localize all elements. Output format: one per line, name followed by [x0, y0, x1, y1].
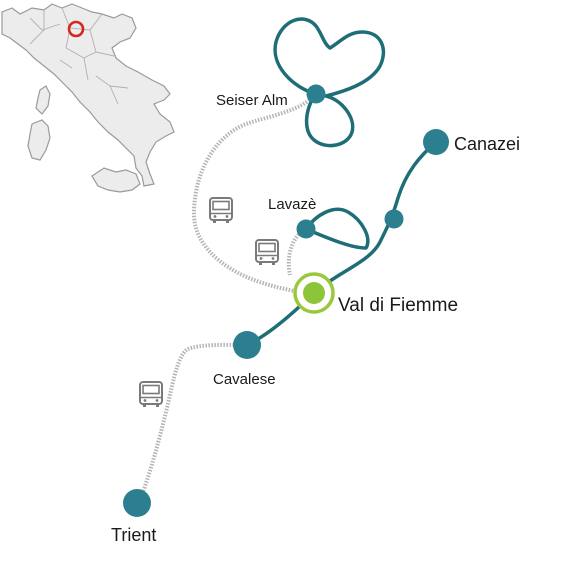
label-lavaze: Lavazè — [268, 196, 316, 213]
bus-link-seiser-alm — [191, 92, 318, 295]
bus-link-trient — [137, 342, 247, 503]
station-trient[interactable] — [123, 489, 151, 517]
lavaze-loop — [304, 207, 370, 250]
highlight-center — [303, 282, 325, 304]
bus-icon — [255, 239, 279, 265]
ski-routes — [245, 17, 438, 347]
label-canazei: Canazei — [454, 134, 520, 154]
corsica-island — [35, 85, 51, 115]
station-junction[interactable] — [384, 209, 404, 229]
station-canazei[interactable] — [423, 129, 449, 155]
bus-icon — [209, 197, 233, 223]
label-cavalese: Cavalese — [213, 371, 276, 388]
italy-inset-map — [1, 3, 175, 193]
place-labels: Seiser Alm Lavazè Canazei Val di Fiemme … — [111, 92, 520, 545]
bus-links — [137, 92, 318, 503]
label-trient: Trient — [111, 525, 156, 545]
sicily-island — [91, 167, 141, 193]
station-cavalese[interactable] — [233, 331, 261, 359]
main-route-line — [245, 140, 438, 347]
seiser-alm-loop — [273, 17, 386, 148]
label-val-di-fiemme: Val di Fiemme — [338, 295, 458, 316]
italy-mainland — [1, 3, 175, 187]
sardinia-island — [27, 119, 51, 161]
station-seiser-alm[interactable] — [306, 84, 326, 104]
location-ring-icon — [67, 20, 85, 38]
station-lavaze[interactable] — [296, 219, 316, 239]
region-borders — [29, 7, 129, 105]
station-val-di-fiemme[interactable] — [293, 272, 335, 314]
stations — [123, 84, 449, 517]
label-seiser-alm: Seiser Alm — [216, 92, 288, 109]
bus-icon — [139, 381, 163, 407]
